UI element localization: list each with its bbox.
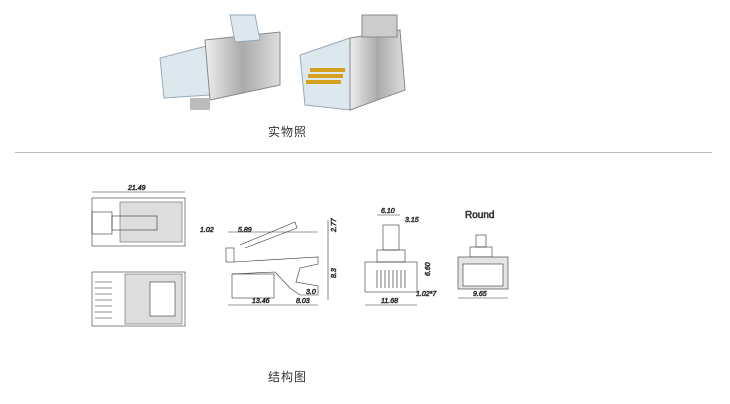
product-photo [159, 14, 406, 111]
dim-body-height: 8.3 [331, 268, 338, 278]
dim-round-width: 9.65 [473, 291, 487, 298]
connector-front-view [299, 14, 406, 111]
dim-tab-width: 3.15 [405, 217, 419, 224]
dim-body-length: 13.46 [252, 298, 270, 305]
dim-length-total: 21.49 [127, 185, 146, 192]
round-view: Round 9.65 [457, 210, 509, 299]
technical-drawing: 21.49 1.02 5.89 2.77 8.3 3.0 [91, 185, 509, 327]
divider [15, 152, 712, 153]
top-view: 21.49 [91, 185, 186, 247]
bottom-view [91, 271, 186, 327]
dim-tab-length: 5.89 [238, 227, 252, 234]
dim-front-width: 11.68 [381, 298, 398, 305]
dim-tail-height: 3.0 [306, 289, 316, 296]
connector-side-view [159, 14, 281, 110]
side-view: 1.02 5.89 2.77 8.3 3.0 13.46 8.03 [200, 217, 338, 306]
photo-caption: 实物照 [268, 125, 308, 139]
dim-top-width: 6.10 [381, 208, 395, 215]
dim-tab-offset: 1.02 [200, 227, 214, 234]
round-label: Round [465, 210, 494, 221]
dim-pitch: 1.02*7 [416, 291, 437, 298]
drawing-caption: 结构图 [268, 370, 308, 384]
front-view: 6.10 3.15 6.60 1.02*7 11.68 [364, 208, 438, 306]
dim-contact-height: 6.60 [425, 262, 432, 276]
dim-tail-length: 8.03 [296, 298, 310, 305]
dim-tab-height: 2.77 [331, 217, 338, 233]
